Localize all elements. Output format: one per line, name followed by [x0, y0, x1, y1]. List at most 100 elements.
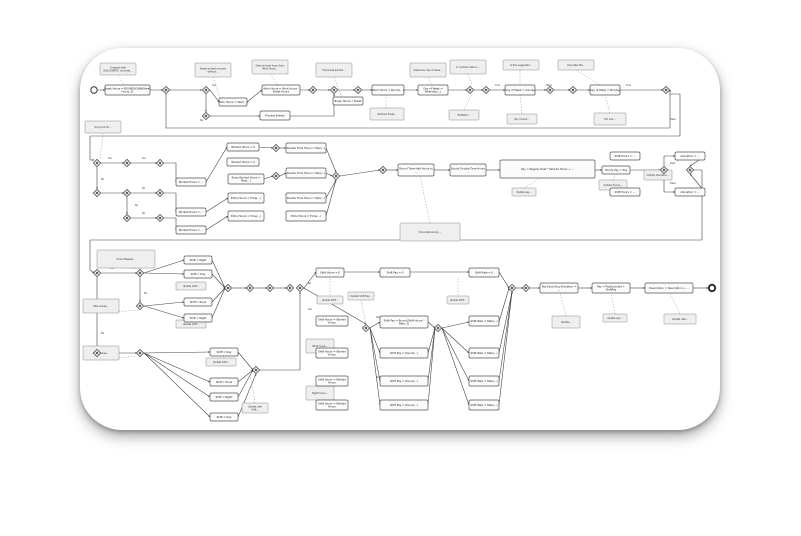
exclusive-gateway[interactable]	[481, 85, 491, 95]
exclusive-gateway[interactable]	[223, 283, 233, 293]
task-node[interactable]: Round Time-Half Hours to…	[397, 163, 435, 177]
start-event[interactable]	[90, 86, 98, 94]
task-node[interactable]: Shift Rate = Rate(…)	[468, 347, 500, 359]
exclusive-gateway[interactable]	[329, 85, 339, 95]
task-node[interactable]: Pay = PayExcluded +ShiftPay	[591, 282, 631, 294]
task-node[interactable]: Round Double Time Hours…	[449, 163, 487, 177]
exclusive-gateway[interactable]	[161, 85, 171, 95]
flow-arrowhead	[208, 415, 210, 417]
exclusive-gateway[interactable]	[685, 165, 695, 175]
exclusive-gateway[interactable]	[507, 283, 517, 293]
task-node[interactable]: Shift = Night	[183, 313, 213, 323]
exclusive-gateway[interactable]	[92, 348, 102, 358]
exclusive-gateway[interactable]	[92, 158, 102, 168]
task-node[interactable]: Shift = Day	[183, 269, 213, 279]
task-node[interactable]: Day of Week = Sunday	[504, 84, 535, 96]
task-node[interactable]: Shift Pay = Round(…)	[379, 399, 429, 411]
task-node[interactable]: Break Hours = Break	[332, 96, 364, 106]
exclusive-gateway[interactable]	[521, 283, 531, 293]
exclusive-gateway[interactable]	[331, 171, 341, 181]
exclusive-gateway[interactable]	[92, 188, 102, 198]
task-node[interactable]: Worked Hours = 0	[226, 142, 260, 152]
exclusive-gateway[interactable]	[135, 348, 145, 358]
exclusive-gateway[interactable]	[285, 283, 295, 293]
task-node[interactable]: Shift Rate = Rate(…)	[468, 399, 500, 411]
task-node[interactable]: Process Breaks	[259, 110, 291, 121]
exclusive-gateway[interactable]	[155, 188, 165, 198]
task-node[interactable]: Description = Description + …	[644, 282, 694, 294]
task-node[interactable]: Shift = Night	[183, 255, 213, 265]
exclusive-gateway[interactable]	[659, 165, 669, 175]
task-node[interactable]: Work Hours = Round(…)	[371, 84, 405, 96]
task-node[interactable]: Shift = Day	[209, 412, 239, 422]
task-node[interactable]: Extra Worked Hours =Max(…)	[227, 173, 265, 185]
exclusive-gateway[interactable]	[251, 365, 261, 375]
task-node[interactable]: Shift Pay = Round(…)	[379, 347, 429, 359]
task-node[interactable]: Shift Hours = 0	[315, 267, 345, 278]
exclusive-gateway[interactable]	[155, 213, 165, 223]
task-node[interactable]: Day of Week =Weekday(…)	[417, 84, 449, 96]
exclusive-gateway[interactable]	[568, 85, 578, 95]
task-node[interactable]: Double Time Hours = Max(…)	[285, 142, 327, 154]
task-node[interactable]: Worked Hours = …	[175, 177, 207, 187]
exclusive-gateway[interactable]	[135, 301, 145, 311]
task-node[interactable]: Shift Rate = Rate(…)	[468, 375, 500, 387]
exclusive-gateway[interactable]	[245, 283, 255, 293]
task-node[interactable]: Shift Rate = 0	[468, 267, 500, 278]
flow-arrowhead	[416, 89, 418, 91]
exclusive-gateway[interactable]	[353, 85, 363, 95]
end-event[interactable]	[707, 283, 717, 293]
exclusive-gateway[interactable]	[122, 213, 132, 223]
shape-label: Update…	[561, 321, 572, 324]
exclusive-gateway[interactable]	[295, 283, 305, 293]
exclusive-gateway[interactable]	[465, 85, 475, 95]
exclusive-gateway[interactable]	[271, 171, 281, 181]
task-node[interactable]: Double Time Hours = Max(…)	[285, 192, 327, 204]
task-node[interactable]: Pay = Regular Rate * Worked Hours + …	[499, 159, 596, 179]
task-node[interactable]: Worked Hours = 0	[226, 157, 260, 167]
exclusive-gateway[interactable]	[271, 143, 281, 153]
exclusive-gateway[interactable]	[661, 85, 671, 95]
task-node[interactable]: Extra Hours = Time(…)	[285, 210, 327, 222]
task-node[interactable]: Shift Pay = Round(…)	[379, 375, 429, 387]
exclusive-gateway[interactable]	[122, 188, 132, 198]
exclusive-gateway[interactable]	[265, 283, 275, 293]
exclusive-gateway[interactable]	[201, 111, 211, 121]
task-node[interactable]: Work Hours = Work Hours -Break Hours	[261, 84, 301, 96]
task-node[interactable]: Shift Rate = Rate(…)	[468, 315, 500, 327]
task-node[interactable]: Hourly Pay = Pay	[601, 165, 631, 175]
task-node[interactable]: Work Hours = MAX(…)	[218, 97, 248, 107]
exclusive-gateway[interactable]	[201, 85, 211, 95]
task-node[interactable]: Extra Hours = Time(…)	[227, 210, 265, 222]
exclusive-gateway[interactable]	[92, 268, 102, 278]
exclusive-gateway[interactable]	[433, 323, 443, 333]
task-node[interactable]: Shift Pay = Round(Shift Hours *Rate, 2)	[379, 315, 429, 329]
exclusive-gateway[interactable]	[135, 268, 145, 278]
exclusive-gateway[interactable]	[361, 323, 371, 333]
exclusive-gateway[interactable]	[155, 158, 165, 168]
task-node[interactable]: Allocation = …	[674, 151, 706, 161]
task-node[interactable]: Shift Hours = …	[609, 151, 641, 161]
task-node[interactable]: Shift = Day	[209, 347, 239, 357]
task-node[interactable]: Shift = Zone	[209, 377, 239, 387]
exclusive-gateway[interactable]	[122, 158, 132, 168]
task-node[interactable]: Shift Hours = …	[609, 187, 641, 197]
exclusive-gateway[interactable]	[545, 85, 555, 95]
task-node[interactable]: Double Time Hours = Max(…)	[285, 167, 327, 179]
exclusive-gateway[interactable]	[378, 165, 388, 175]
task-node[interactable]: Pay Excluding Allocation =…	[539, 282, 579, 294]
task-node[interactable]: Shift Pay = 0	[379, 267, 411, 278]
task-node[interactable]: Allocation = …	[674, 187, 706, 197]
task-node[interactable]: Worked Hours = …	[175, 207, 207, 217]
task-node[interactable]: Day of Week = Monday	[589, 84, 621, 96]
task-node[interactable]: Shift = Night	[209, 392, 239, 402]
task-node[interactable]: Shift = Zone	[183, 297, 213, 307]
task-node[interactable]: Worked Hours = …	[175, 225, 207, 235]
exclusive-gateway[interactable]	[308, 85, 318, 95]
task-node[interactable]: Extra Hours = Time(…)	[227, 192, 265, 204]
